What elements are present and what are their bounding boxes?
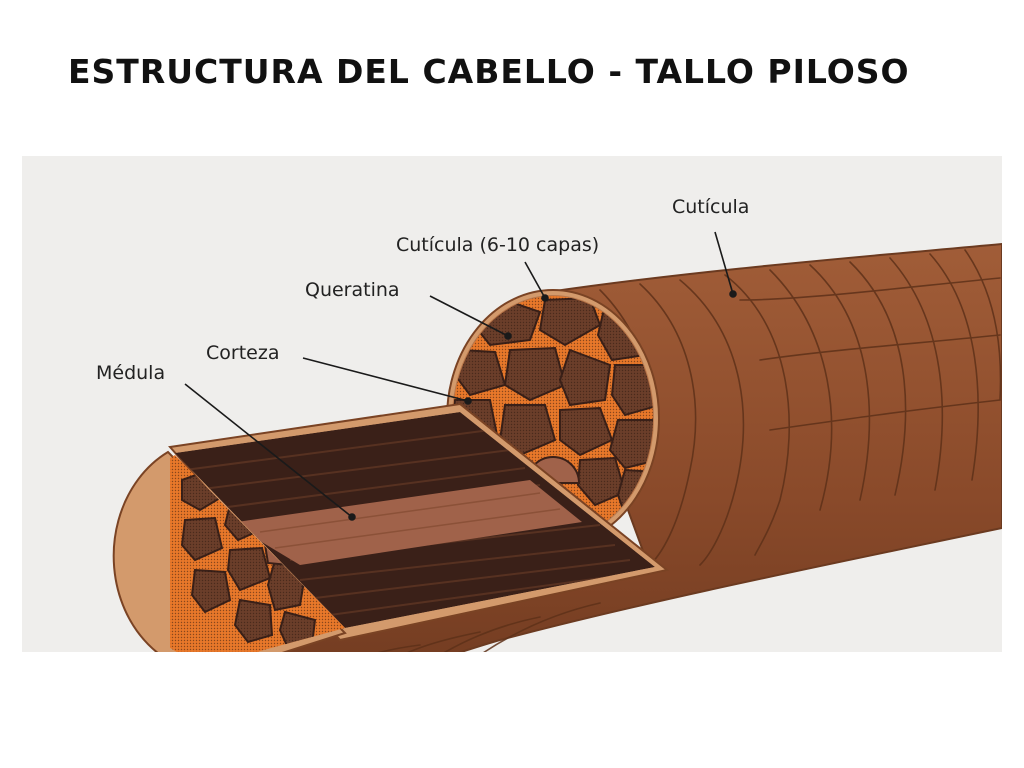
label-corteza: Corteza [206, 342, 280, 364]
leader-cuticula [714, 231, 734, 295]
label-cuticula-capas: Cutícula (6-10 capas) [396, 234, 600, 256]
diagram-panel: Cutícula Cutícula (6-10 capas) Queratina… [22, 156, 1002, 652]
leader-medula [184, 383, 353, 518]
split-cortex-surface [175, 412, 655, 628]
leader-lines [184, 231, 737, 521]
leader-cuticula-capas [524, 261, 546, 299]
leader-queratina [429, 295, 509, 337]
split-medulla-band [230, 480, 582, 565]
leader-corteza [302, 357, 469, 402]
page-title: ESTRUCTURA DEL CABELLO - TALLO PILOSO [68, 52, 910, 91]
label-queratina: Queratina [305, 279, 400, 301]
label-cuticula: Cutícula [672, 196, 750, 218]
hair-shaft-diagram [22, 156, 1002, 652]
label-medula: Médula [96, 362, 166, 384]
